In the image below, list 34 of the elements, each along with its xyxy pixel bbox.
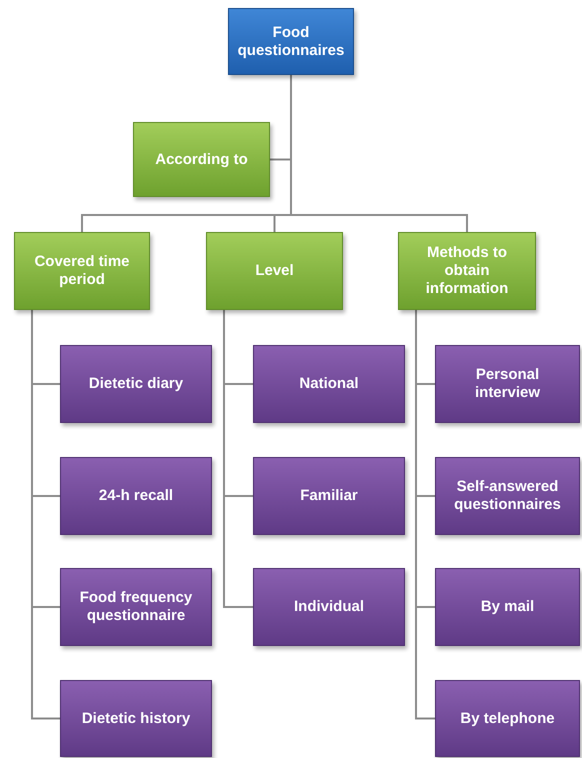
connector-line — [290, 75, 468, 232]
node-label: Self-answered questionnaires — [453, 478, 562, 514]
node-label: 24-h recall — [98, 487, 174, 505]
method-box — [253, 345, 405, 423]
node-label: Familiar — [300, 487, 358, 505]
method-box — [435, 345, 580, 423]
node-label: National — [299, 375, 359, 393]
node-label: Individual — [294, 598, 364, 616]
category-box — [133, 122, 270, 197]
method-box — [60, 680, 212, 757]
method-box — [435, 457, 580, 535]
title-box — [228, 8, 354, 75]
category-box — [14, 232, 150, 310]
method-box — [435, 568, 580, 646]
category-box — [398, 232, 536, 310]
method-box — [60, 345, 212, 423]
node-label: Food questionnaires — [236, 24, 346, 60]
node-label: Dietetic diary — [88, 375, 184, 393]
node-label: Methods to obtain information — [424, 244, 510, 298]
node-label: Personal interview — [474, 366, 542, 402]
node-label: Food frequency questionnaire — [78, 589, 194, 625]
method-box — [60, 457, 212, 535]
category-box — [206, 232, 343, 310]
node-label: Dietetic history — [82, 710, 190, 728]
node-label: By telephone — [460, 710, 555, 728]
method-box — [253, 457, 405, 535]
node-label: According to — [155, 150, 248, 168]
method-box — [60, 568, 212, 646]
node-label: By mail — [480, 598, 534, 616]
method-box — [253, 568, 405, 646]
connector-line — [223, 310, 253, 608]
node-label: Level — [255, 262, 294, 280]
node-label: Covered time period — [33, 253, 131, 289]
method-box — [435, 680, 580, 757]
